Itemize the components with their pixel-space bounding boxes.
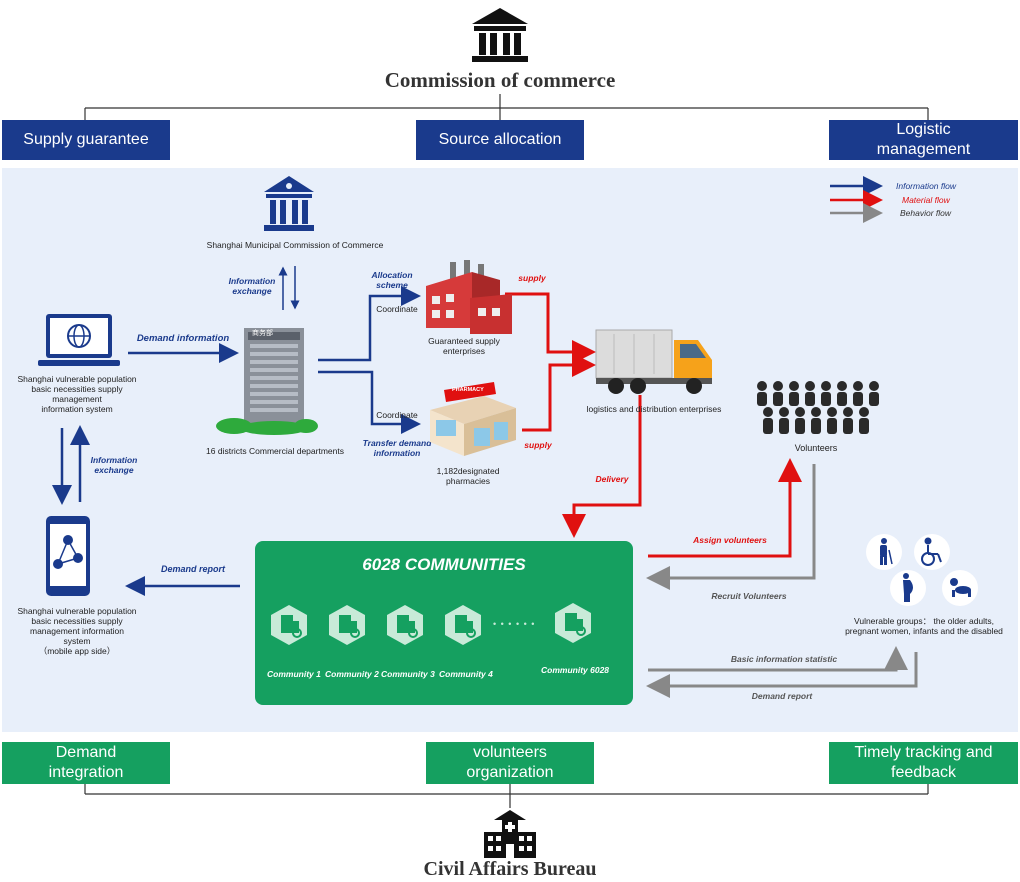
supply-top-label: supply [518,273,546,283]
community-icon [445,605,481,645]
district-office-building-icon [216,328,318,435]
municipal-building-icon [264,176,314,231]
pharmacy-sign: PHARMACY [452,387,484,393]
delivery-truck-icon [595,329,712,394]
info-exchange-left-label: Information exchange [90,455,138,475]
logistics-label: logistics and distribution enterprises [586,404,722,414]
community-icon [329,605,365,645]
delivery-label: Delivery [595,474,629,484]
demand-report-right-label: Demand report [751,691,813,701]
vulnerable-groups-label: Vulnerable groups： the older adults, pre… [845,616,1003,636]
community-label: Community 2 [325,669,379,679]
civil-affairs-title: Civil Affairs Bureau [423,858,597,880]
footer-demand-integration: Demand integration [2,742,170,784]
mobile-phone-icon [46,516,90,596]
community-icon [387,605,423,645]
pharmacies-label: 1,182designated pharmacies [436,466,500,486]
assign-volunteers-label: Assign volunteers [693,535,767,545]
coordinate-top-label: Coordinate [376,304,418,314]
community-icon [555,603,591,643]
info-system-label: Shanghai vulnerable population basic nec… [17,374,137,414]
basic-info-statistic-label: Basic information statistic [730,654,838,664]
legend-information-flow: Information flow [896,181,956,191]
transfer-demand-label: Transfer demand information [362,438,432,458]
footer-timely-tracking: Timely tracking and feedback [829,742,1018,784]
mobile-app-label: Shanghai vulnerable population basic nec… [17,606,137,656]
vulnerable-groups-icons [866,534,978,606]
building-sign: 商务部 [252,330,273,337]
community-label: Community 3 [381,669,435,679]
allocation-scheme-label: Allocation scheme [371,270,413,290]
commission-title: Commission of commerce [384,68,616,92]
government-building-icon [472,8,528,62]
header-supply-guarantee: Supply guarantee [2,120,170,160]
municipal-commission-label: Shanghai Municipal Commission of Commerc… [206,240,384,250]
header-source-allocation: Source allocation [416,120,584,160]
coordinate-bottom-label: Coordinate [376,410,418,420]
recruit-volunteers-label: Recruit Volunteers [711,591,787,601]
legend-material-flow: Material flow [902,195,950,205]
communities-title: 6028 COMMUNITIES [362,555,526,574]
communities-box: 6028 COMMUNITIES • • • • • • Community 1… [255,541,633,705]
community-label: Community 4 [439,669,493,679]
header-logistic-management: Logistic management [829,120,1018,160]
community-icon [271,605,307,645]
community-label: Community 1 [267,669,321,679]
infant-icon [950,578,971,597]
elderly-icon [880,538,893,565]
pregnant-icon [903,573,913,602]
wheelchair-icon [921,537,942,566]
guaranteed-supply-label: Guaranteed supply enterprises [428,336,500,356]
info-exchange-top-label: Information exchange [228,276,276,296]
demand-information-label: Demand information [136,333,230,344]
hospital-building-icon [484,810,536,858]
supply-bottom-label: supply [524,440,552,450]
volunteers-label: Volunteers [794,443,838,453]
community-label-last: Community 6028 [541,665,610,675]
communities-ellipsis: • • • • • • [493,619,536,629]
pharmacy-icon [430,382,516,456]
legend-behavior-flow: Behavior flow [900,208,952,218]
districts-label: 16 districts Commercial departments [206,446,344,456]
demand-report-left-label: Demand report [160,564,225,574]
volunteers-group-icon [757,381,879,434]
footer-volunteers-organization: volunteers organization [426,742,594,784]
factory-icon [426,260,512,334]
laptop-globe-icon [38,314,120,366]
